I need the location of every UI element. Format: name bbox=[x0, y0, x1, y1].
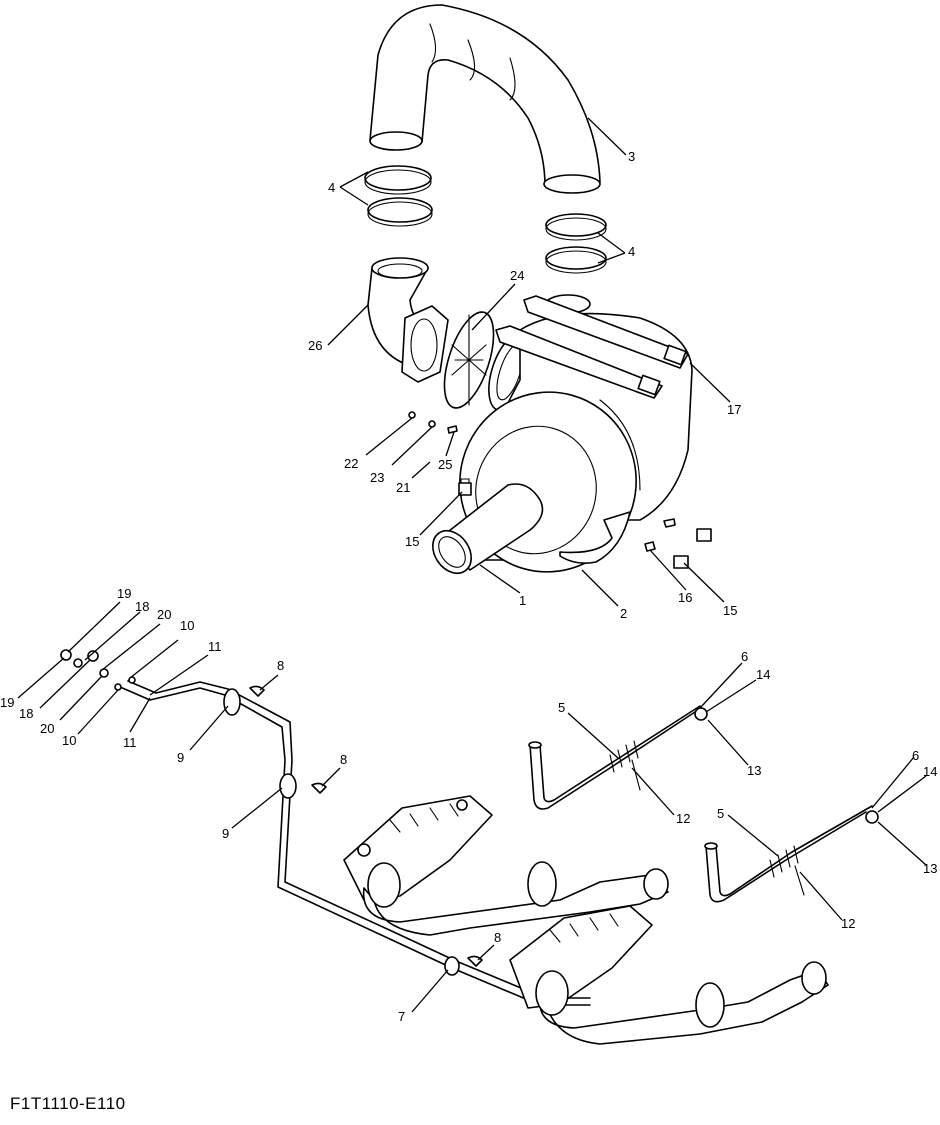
callout-4: 4 bbox=[628, 244, 635, 259]
callout-3: 3 bbox=[628, 149, 635, 164]
callout-10: 10 bbox=[180, 618, 194, 633]
callout-20: 20 bbox=[157, 607, 171, 622]
callout-5: 5 bbox=[717, 806, 724, 821]
screws-22-23-21 bbox=[408, 411, 458, 434]
hose-clamp-right-lower bbox=[545, 246, 607, 274]
callout-8: 8 bbox=[277, 658, 284, 673]
callout-23: 23 bbox=[370, 470, 384, 485]
callout-11: 11 bbox=[208, 639, 222, 654]
retaining-straps bbox=[495, 295, 689, 399]
vent-hose-lower bbox=[704, 805, 879, 903]
callout-16: 16 bbox=[678, 590, 692, 605]
callout-4: 4 bbox=[328, 180, 335, 195]
callout-20: 20 bbox=[40, 721, 54, 736]
hose-clamp-left-upper bbox=[364, 165, 432, 195]
intake-assembly-upper bbox=[343, 795, 669, 936]
clips-15-right bbox=[644, 518, 712, 569]
callout-6: 6 bbox=[741, 649, 748, 664]
callout-25: 25 bbox=[438, 457, 452, 472]
callout-2: 2 bbox=[620, 606, 627, 621]
callout-17: 17 bbox=[727, 402, 741, 417]
hose-clamp-right-upper bbox=[545, 213, 607, 241]
intake-assembly-lower bbox=[509, 905, 829, 1045]
fuel-line-left bbox=[60, 649, 591, 1006]
support-bracket bbox=[559, 511, 631, 564]
callout-19: 19 bbox=[117, 586, 131, 601]
callout-8: 8 bbox=[494, 930, 501, 945]
callout-6: 6 bbox=[912, 748, 919, 763]
callout-11: 11 bbox=[123, 735, 137, 750]
callout-12: 12 bbox=[841, 916, 855, 931]
callout-7: 7 bbox=[398, 1009, 405, 1024]
callout-14: 14 bbox=[756, 667, 770, 682]
callout-12: 12 bbox=[676, 811, 690, 826]
callout-1: 1 bbox=[519, 593, 526, 608]
callout-19: 19 bbox=[0, 695, 14, 710]
vent-hose-upper bbox=[528, 705, 708, 810]
elbow-inlet-flange bbox=[367, 257, 449, 383]
callout-8: 8 bbox=[340, 752, 347, 767]
callout-9: 9 bbox=[222, 826, 229, 841]
drawing-code: F1T1110-E110 bbox=[10, 1094, 126, 1113]
callout-5: 5 bbox=[558, 700, 565, 715]
intake-elbow-duct bbox=[369, 4, 601, 194]
callout-18: 18 bbox=[135, 599, 149, 614]
callout-13: 13 bbox=[747, 763, 761, 778]
callout-15: 15 bbox=[723, 603, 737, 618]
callout-24: 24 bbox=[510, 268, 524, 283]
hose-clamp-left-lower bbox=[367, 197, 433, 227]
callout-labels: 3 4 4 24 26 17 22 23 21 25 15 1 2 16 15 … bbox=[0, 149, 937, 1024]
callout-14: 14 bbox=[923, 764, 937, 779]
leader-lines bbox=[17, 117, 927, 1013]
air-box-housing bbox=[432, 294, 693, 575]
callout-18: 18 bbox=[19, 706, 33, 721]
callout-21: 21 bbox=[396, 480, 410, 495]
intake-screen bbox=[443, 311, 495, 409]
callout-10: 10 bbox=[62, 733, 76, 748]
callout-13: 13 bbox=[923, 861, 937, 876]
callout-15: 15 bbox=[405, 534, 419, 549]
callout-26: 26 bbox=[308, 338, 322, 353]
callout-9: 9 bbox=[177, 750, 184, 765]
callout-22: 22 bbox=[344, 456, 358, 471]
